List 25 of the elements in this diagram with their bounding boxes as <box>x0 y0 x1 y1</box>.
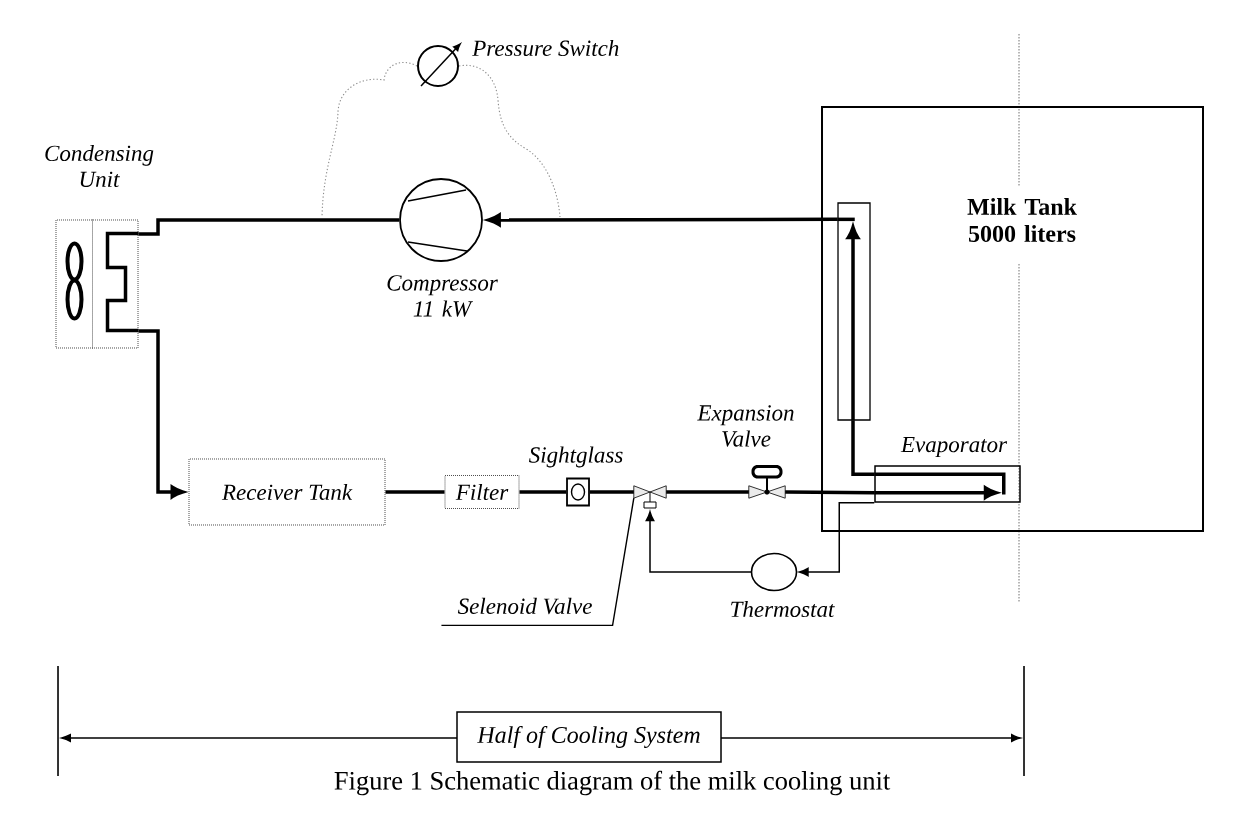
leader-line <box>440 497 635 627</box>
component-box: Filter <box>444 475 520 509</box>
dotted-line <box>458 64 561 218</box>
component-label: Condensing Unit <box>45 144 154 188</box>
label-box: Half of Cooling System <box>456 711 722 763</box>
sensor-line <box>645 511 753 573</box>
tube-box <box>837 202 871 421</box>
pipe-line <box>666 490 749 494</box>
component-label: Selenoid Valve <box>457 597 592 615</box>
figure-caption: Figure 1 Schematic diagram of the milk cooling unit <box>334 770 891 796</box>
pipe-line <box>138 218 400 236</box>
component-label: Pressure Switch <box>472 39 619 57</box>
component-label: Evaporator <box>900 437 1008 457</box>
pipe-line <box>519 490 567 494</box>
pipe-line <box>385 490 445 494</box>
component-box: Receiver Tank <box>188 458 386 526</box>
pipe-line <box>589 490 634 494</box>
pipe-line <box>851 420 875 476</box>
valve-symbol <box>633 485 667 509</box>
component-label: Thermostat <box>731 600 835 618</box>
component-label: Expansion Valve <box>697 405 794 447</box>
component-label: Compressor 11 kW <box>387 275 498 317</box>
component-label: Sightglass <box>529 446 623 468</box>
pipe-line <box>785 490 875 495</box>
sensor-line <box>798 502 875 577</box>
